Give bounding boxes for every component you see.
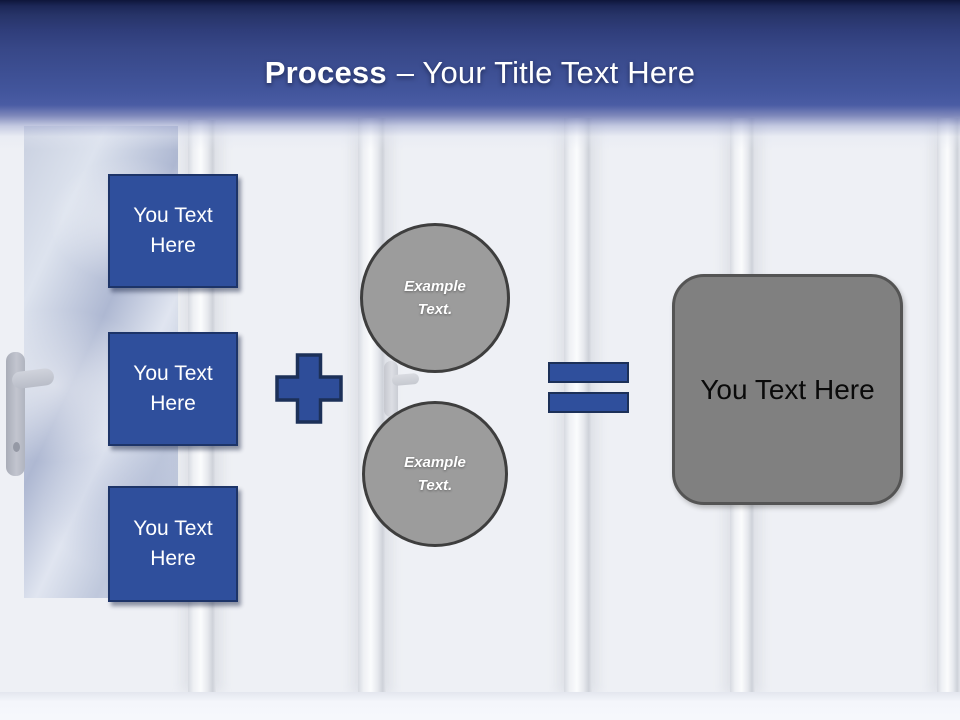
result-box[interactable]: You Text Here — [672, 274, 903, 505]
floor — [0, 692, 960, 720]
slide-title-subtitle: – Your Title Text Here — [396, 55, 696, 90]
example-circle-1[interactable]: Example Text. — [360, 223, 510, 373]
text-box-2[interactable]: You Text Here — [108, 332, 238, 446]
plus-icon[interactable] — [275, 353, 343, 424]
equals-icon[interactable] — [548, 362, 629, 383]
door-handle-lever — [391, 372, 420, 387]
example-circle-2[interactable]: Example Text. — [362, 401, 508, 547]
title-bar: Process – Your Title Text Here — [0, 0, 960, 150]
example-circle-1-label: Example Text. — [404, 278, 466, 318]
result-box-label: You Text Here — [700, 373, 875, 405]
door-frame-groove — [937, 118, 960, 694]
equals-icon[interactable] — [548, 392, 629, 413]
text-box-3[interactable]: You Text Here — [108, 486, 238, 602]
door-frame-groove — [358, 118, 386, 694]
text-box-3-label: You Text Here — [133, 517, 213, 570]
door-handle — [384, 361, 398, 417]
slide-title[interactable]: Process – Your Title Text Here — [265, 55, 695, 91]
slide-title-keyword: Process — [264, 55, 387, 90]
text-box-1[interactable]: You Text Here — [108, 174, 238, 288]
text-box-1-label: You Text Here — [133, 204, 213, 257]
door-keyhole — [13, 442, 20, 452]
example-circle-2-label: Example Text. — [404, 454, 466, 494]
text-box-2-label: You Text Here — [133, 362, 213, 415]
